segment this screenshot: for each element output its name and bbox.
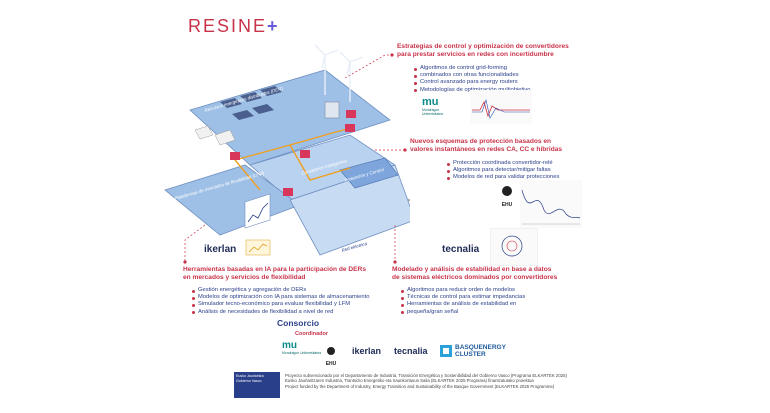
coordinator-label: Coordinador (295, 331, 328, 337)
house-icon (194, 125, 236, 146)
list-item: Técnicas de control para estimar impedan… (400, 294, 622, 301)
section-flex: Herramientas basadas en IA para la parti… (183, 266, 393, 316)
flex-chart-icon (244, 193, 271, 229)
section-flex-bullets: Gestión energética y agregación de DERs … (191, 287, 393, 316)
consortium-member: EHU (325, 361, 337, 367)
section-protection: Nuevos esquemas de protección basados en… (410, 138, 625, 182)
section-flex-title-2: en mercados y servicios de flexibilidad (183, 274, 306, 281)
section-protection-title-2: valores instantáneos en redes CA, CC e h… (410, 146, 563, 153)
section-control-title-2: para prestar servicios en redes con ince… (397, 51, 554, 58)
power-lines (234, 127, 351, 191)
grid-diagram: Recursos energéticos distribuidos (DER) … (164, 44, 410, 256)
section-control-bullets: Algoritmos de control grid-forming combi… (413, 65, 627, 94)
section-control: Estrategias de control y optimización de… (397, 43, 627, 94)
mondragon-name: Mondragon Unibertsitatea (422, 108, 443, 116)
mondragon-mark: mu (422, 96, 439, 108)
ehu-tree-icon-2 (327, 347, 335, 355)
funding-line: Project funded by the Department of Indu… (285, 383, 555, 389)
list-item: Metodologías de optimización multiobjeti… (413, 87, 627, 94)
section-flex-title: Herramientas basadas en IA para la parti… (183, 266, 393, 282)
section-stability: Modelado y análisis de estabilidad en ba… (392, 266, 622, 316)
gov-logo: Eusko Jaurlaritza Gobierno Vasco (234, 372, 280, 398)
converter-icon (230, 110, 356, 196)
list-item: Protección coordinada convertidor-relé (446, 160, 625, 167)
consortium-ehu: EHU (322, 343, 340, 367)
partner-tecnalia: tecnalia (442, 244, 480, 255)
basquenergy-logo-icon (440, 345, 452, 357)
consortium-basquenergy: BASQUENERGY CLUSTER (440, 344, 513, 358)
list-item: Control avanzado para energy routers (413, 79, 627, 86)
der-platform (189, 69, 391, 166)
logo-text: RESINE (188, 16, 268, 36)
consortium-member: Mondragon Unibertsitatea (282, 351, 322, 355)
section-protection-bullets: Protección coordinada convertidor-relé A… (446, 160, 625, 182)
partner-mondragon: mu Mondragon Unibertsitatea (422, 96, 458, 116)
consortium-mondragon: mu Mondragon Unibertsitatea (282, 340, 322, 356)
protection-platform (339, 157, 399, 189)
resinet-logo: RESINE+ (188, 16, 280, 37)
list-item: combinados con otras funcionalidades (413, 72, 627, 79)
section-stability-title: Modelado y análisis de estabilidad en ba… (392, 266, 622, 282)
consortium-member: ikerlan (352, 346, 382, 356)
wind-turbine-icon (314, 44, 364, 102)
section-protection-title-1: Nuevos esquemas de protección basados en (410, 138, 552, 145)
list-item: Algoritmos para reducir orden de modelos (400, 287, 622, 294)
list-item: Algoritmos para detectar/mitigar faltas (446, 167, 625, 174)
section-stability-title-1: Modelado y análisis de estabilidad en ba… (392, 266, 552, 273)
ehu-tree-icon (502, 186, 512, 196)
list-item: Gestión energética y agregación de DERs (191, 287, 393, 294)
funding-text: Proyecto subvencionado por el Departamen… (285, 373, 585, 389)
consortium-member: BASQUENERGY CLUSTER (455, 344, 506, 358)
list-item: Modelos de optimización con IA para sist… (191, 294, 393, 301)
control-waveform-chart (470, 90, 532, 124)
solar-panel-icon (220, 86, 282, 120)
section-protection-title: Nuevos esquemas de protección basados en… (410, 138, 625, 154)
logo-suffix: + (267, 16, 280, 36)
partner-ikerlan: ikerlan (204, 244, 237, 255)
section-flex-title-1: Herramientas basadas en IA para la parti… (183, 266, 366, 273)
consortium-member: tecnalia (394, 346, 428, 356)
ehu-name: EHU (501, 202, 513, 208)
protection-decay-chart (520, 180, 582, 228)
partner-ehu: EHU (495, 184, 519, 208)
list-item: Algoritmos de control grid-forming (413, 65, 627, 72)
battery-icon (324, 101, 340, 119)
mondragon-mark-2: mu (282, 340, 297, 351)
list-item: pequeña/gran señal (400, 309, 622, 316)
section-control-title: Estrategias de control y optimización de… (397, 43, 627, 59)
list-item: Análisis de necesidades de flexibilidad … (191, 309, 393, 316)
ikerlan-screen-icon (245, 239, 271, 256)
funding-line: Proyecto subvencionado por el Departamen… (285, 373, 567, 378)
section-control-title-1: Estrategias de control y optimización de… (397, 43, 569, 50)
label-pmu: PMU (195, 144, 206, 149)
list-item: Simulador tecno-económico para evaluar f… (191, 301, 393, 308)
list-item: Modelos de red para validar protecciones (446, 174, 625, 181)
consortium-title: Consorcio (277, 318, 320, 328)
funding-line: Eusko Jaurlaritzaren Industria, Trantsiz… (285, 378, 534, 384)
list-item: Herramientas de análisis de estabilidad … (400, 301, 622, 308)
stability-nyquist-chart (490, 228, 538, 266)
section-stability-title-2: de sistemas eléctricos dominados por con… (392, 274, 558, 281)
section-stability-bullets: Algoritmos para reducir orden de modelos… (400, 287, 622, 316)
